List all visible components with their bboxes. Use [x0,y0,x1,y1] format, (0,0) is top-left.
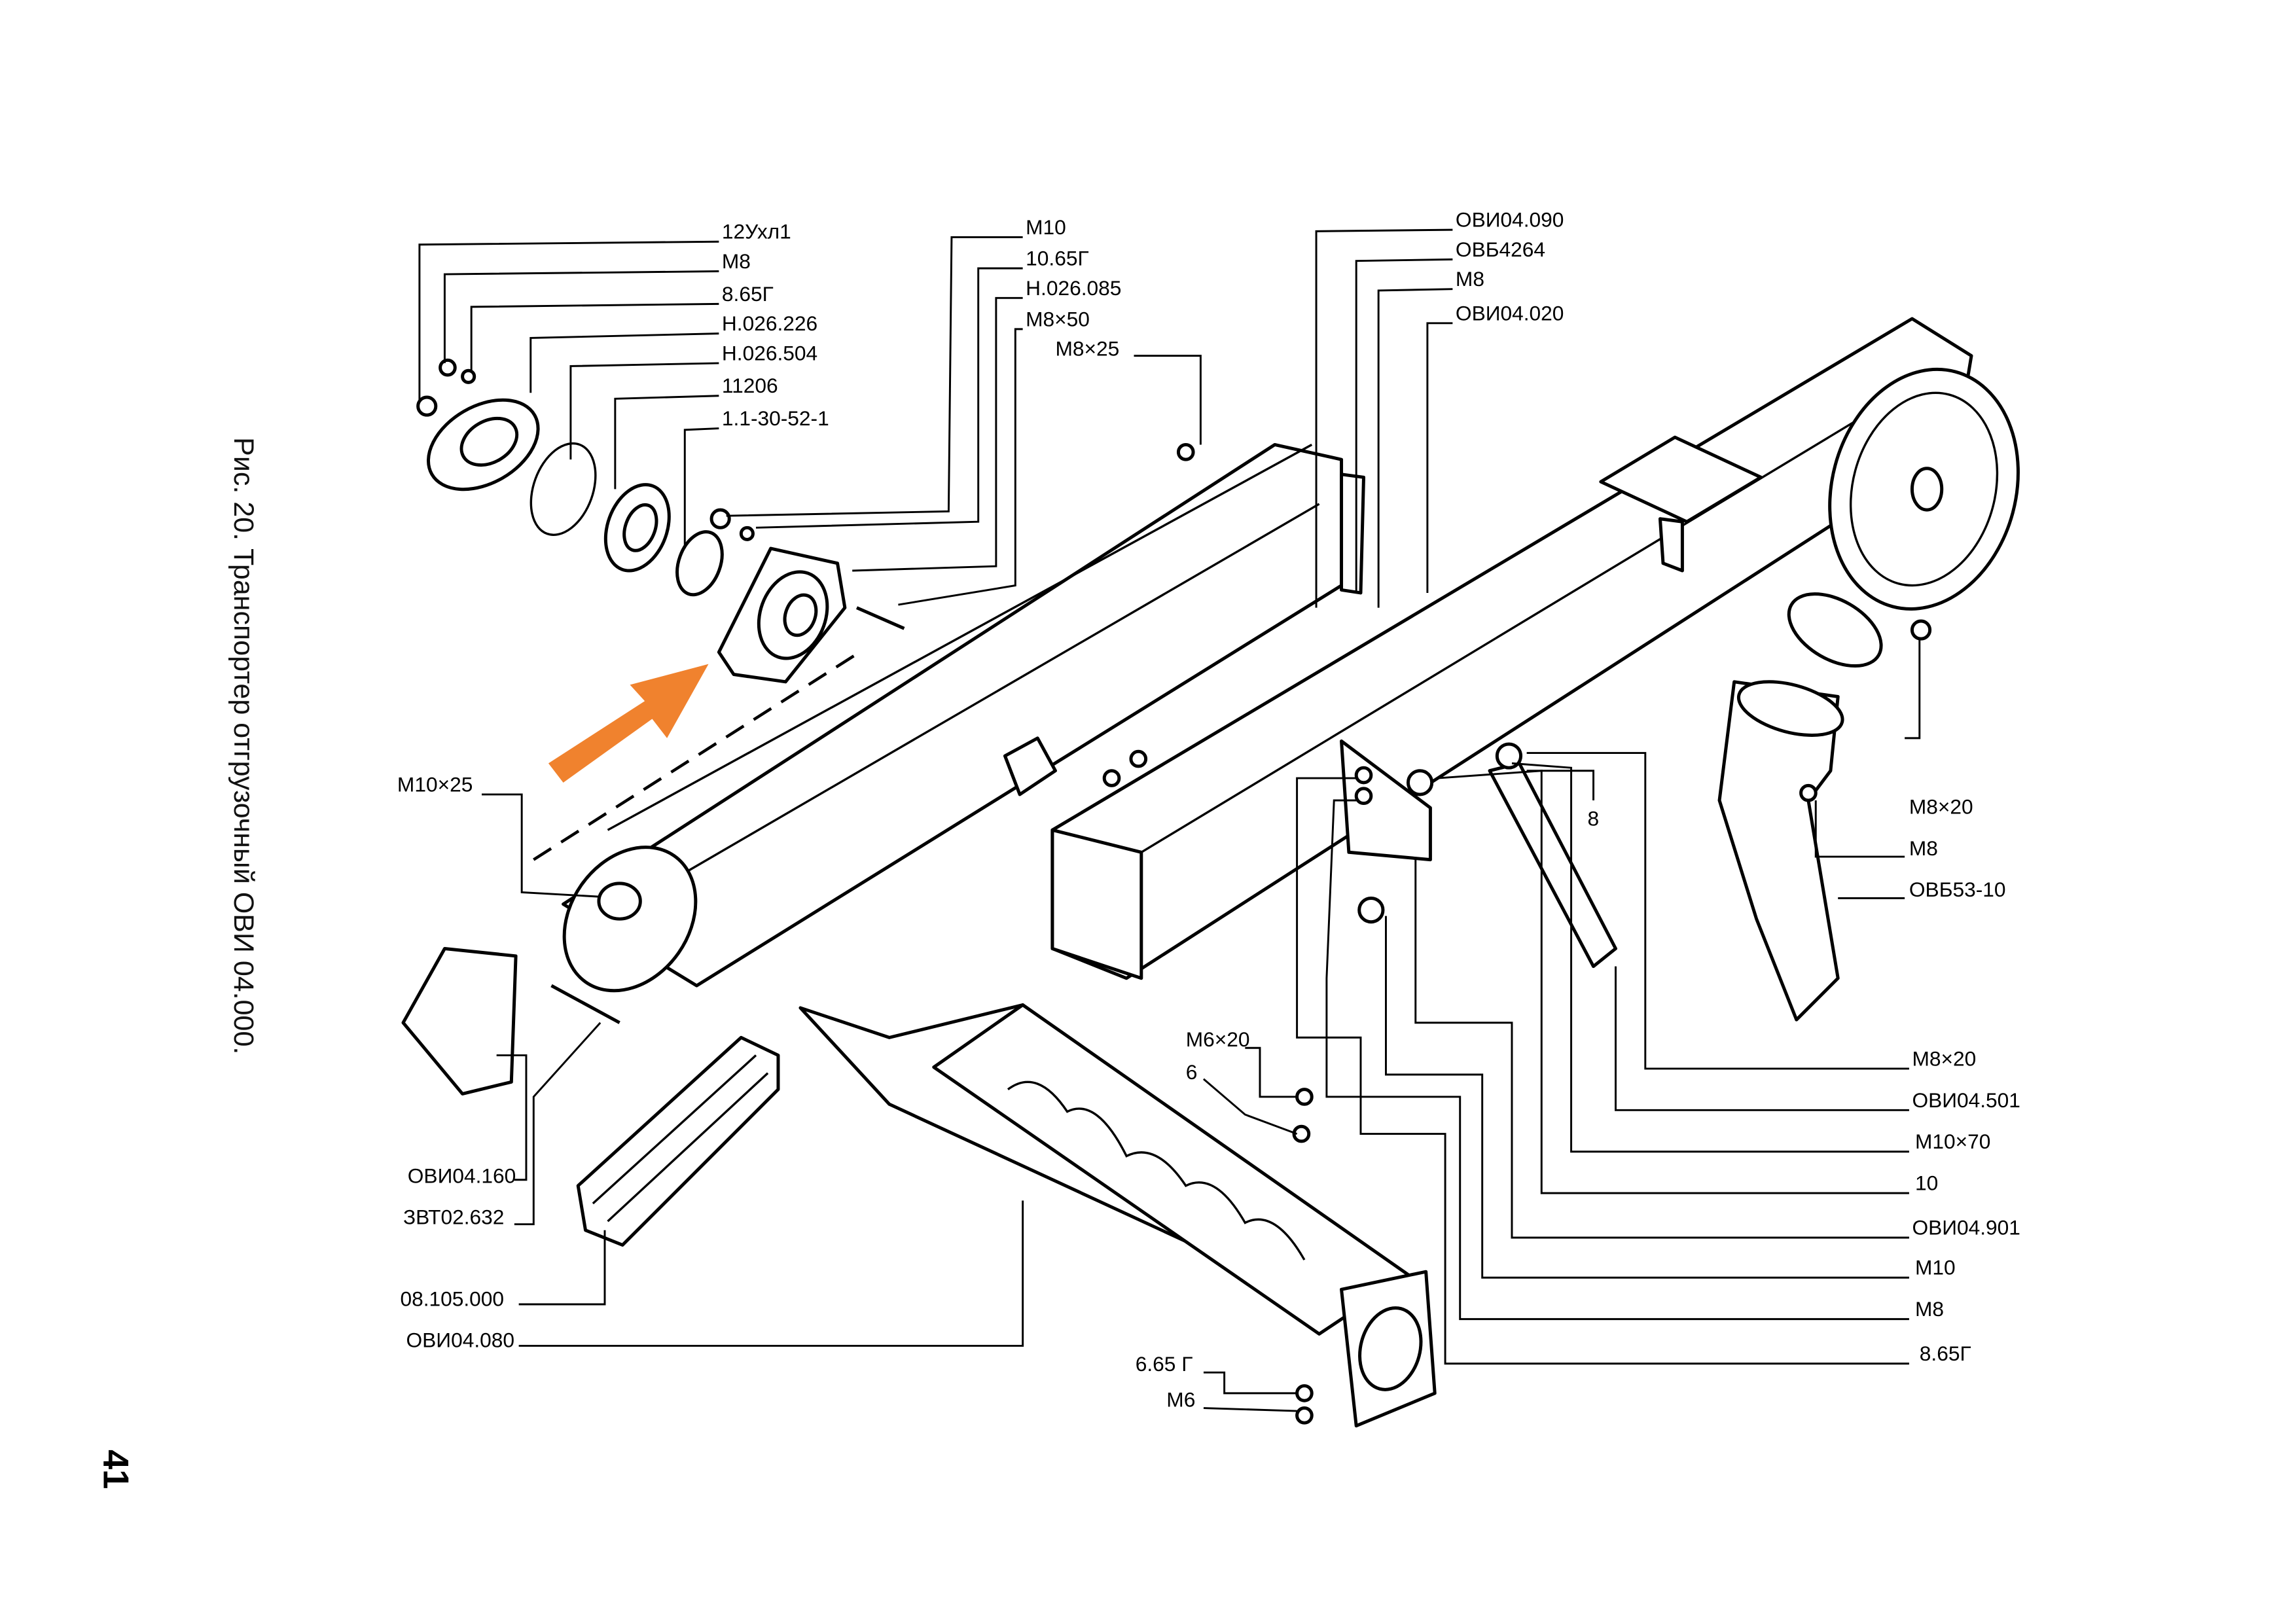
label: ОВИ04.020 [1456,301,1564,325]
discharge-spout [1717,619,1932,1022]
label: ОВИ04.080 [406,1329,514,1352]
label: М8×25 [1055,337,1119,361]
label: ОВБ53-10 [1909,878,2006,901]
label: 8 [1587,807,1599,830]
label: М10×70 [1915,1130,1990,1153]
label: 10.65Г [1026,246,1088,270]
conveyor-tube [533,442,1344,993]
label: М8 [722,249,751,273]
label: 08.105.000 [400,1287,504,1310]
label: ОВИ04.160 [408,1164,516,1187]
bearing-11206 [603,483,671,573]
label: М8 [1456,267,1484,291]
label: 1.1-30-52-1 [722,406,829,430]
figure-caption: Рис. 20. Транспортер отгрузочный ОВИ 04.… [228,437,259,1054]
label: М8×50 [1026,307,1090,330]
label: Н.026.085 [1026,276,1121,300]
label: М6 [1166,1387,1195,1411]
label: М8×20 [1912,1046,1976,1070]
label: ОВИ04.501 [1912,1088,2020,1112]
page-number: 41 [96,1450,136,1489]
labels-auger: М6×20 6 6.65 Г М6 8 [1136,807,1599,1412]
label: М6×20 [1186,1027,1250,1051]
label: М8 [1915,1297,1944,1321]
label: М8×20 [1909,794,1973,818]
label: ОВИ04.901 [1912,1216,2020,1240]
label: М8 [1909,836,1938,860]
label: 11206 [722,374,778,397]
leader-lines [418,228,1921,1412]
label: ОВБ4264 [1456,238,1545,261]
orange-arrow-icon [548,664,709,783]
support-strut [1340,739,1617,969]
seal-ring [675,508,755,597]
labels-bearing-group: 12Ухл1 М8 8.65Г Н.026.226 Н.026.504 1120… [722,220,829,430]
bearing-flange-left [416,358,540,491]
upper-frame [1050,317,1973,980]
labels-right: М8×20 М8 ОВБ53-10 М8×20 ОВИ04.501 М10×70… [1909,794,2020,1365]
label: ЗВТ02.632 [403,1205,504,1229]
label: М10 [1026,215,1066,239]
drive-chain [576,1035,780,1247]
label: 6 [1186,1060,1198,1084]
bearing-housing [717,546,905,684]
label: ОВИ04.090 [1456,208,1564,232]
pulley [1787,367,2020,668]
auger-trough [798,1003,1437,1428]
label: М10×25 [397,772,473,796]
label: Н.026.226 [722,312,817,335]
label: 6.65 Г [1136,1352,1193,1376]
labels-frame-group: ОВИ04.090 ОВБ4264 М8 ОВИ04.020 [1456,208,1564,325]
label: 10 [1915,1171,1938,1195]
label: Н.026.504 [722,341,817,365]
label: 12Ухл1 [722,220,791,243]
label: 8.65Г [1920,1342,1971,1365]
chain-coupling [401,946,620,1096]
label: М10 [1915,1256,1956,1279]
snap-ring [529,442,597,536]
labels-housing-group: М10 10.65Г Н.026.085 М8×50 М8×25 [1026,215,1121,361]
labels-left: М10×25 ОВИ04.160 ЗВТ02.632 08.105.000 ОВ… [397,772,516,1351]
label: 8.65Г [722,282,774,306]
